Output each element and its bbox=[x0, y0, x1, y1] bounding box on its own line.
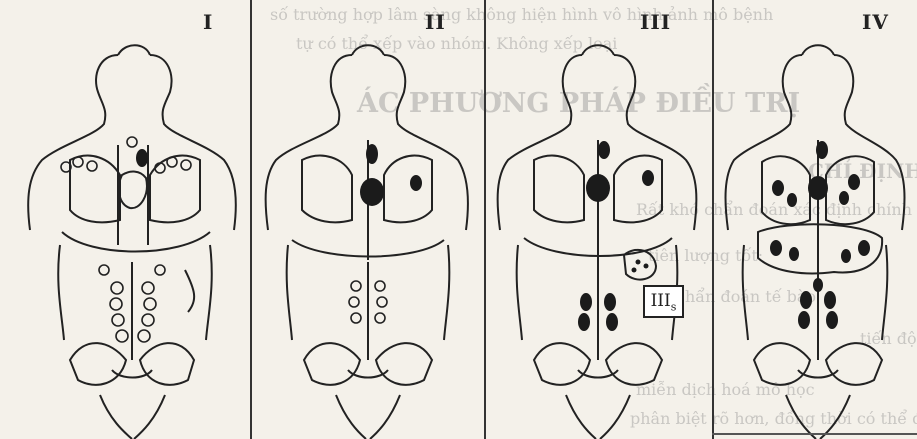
torso-diagram-ii bbox=[252, 0, 484, 439]
torso-diagram-i bbox=[0, 0, 250, 439]
page-rule bbox=[712, 433, 917, 435]
panel-label-iii: III bbox=[640, 10, 671, 34]
stage-tag-iiis: IIIs bbox=[643, 285, 684, 318]
panel-i: I bbox=[0, 0, 250, 439]
torso-diagram-iv bbox=[714, 0, 917, 439]
panel-label-i: I bbox=[203, 10, 213, 34]
panel-iv: IV bbox=[714, 0, 917, 439]
stage-tag-sub: s bbox=[671, 300, 677, 313]
torso-diagram-iii bbox=[486, 0, 712, 439]
panel-label-ii: II bbox=[425, 10, 446, 34]
panel-label-iv: IV bbox=[862, 10, 889, 34]
panel-ii: II bbox=[252, 0, 484, 439]
stage-tag-main: III bbox=[651, 291, 671, 311]
panel-iii: III bbox=[486, 0, 712, 439]
